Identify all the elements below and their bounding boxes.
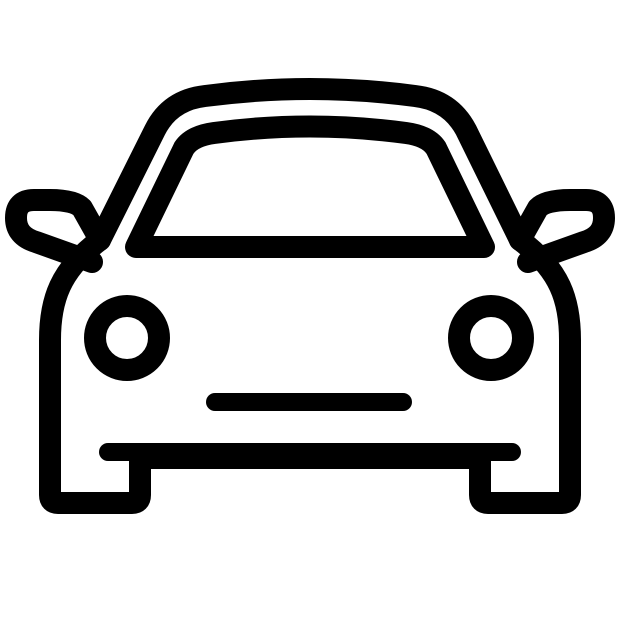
right-headlight [448, 295, 534, 381]
car-outline [5, 78, 615, 514]
car-body-outline [39, 78, 581, 514]
left-mirror [5, 189, 111, 273]
left-headlight [84, 295, 170, 381]
right-mirror [509, 189, 615, 273]
windshield [125, 115, 495, 258]
